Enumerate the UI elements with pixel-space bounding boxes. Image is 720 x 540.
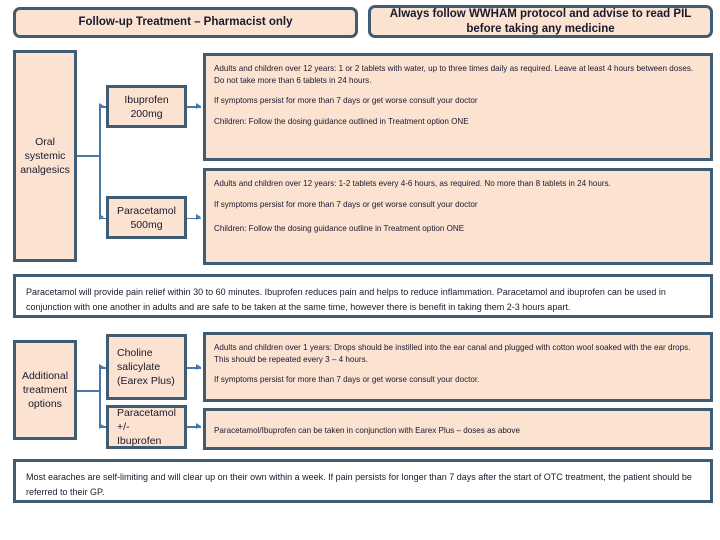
connector-arrow: [196, 214, 201, 220]
drug-node-choline-salicylate-label: Choline salicylate (Earex Plus): [117, 347, 175, 387]
header-left-label: Follow-up Treatment – Pharmacist only: [78, 16, 293, 28]
detail-line: Adults and children over 12 years: 1 or …: [214, 64, 694, 85]
note-analgesic-body: Paracetamol will provide pain relief wit…: [16, 277, 710, 323]
header-left: Follow-up Treatment – Pharmacist only: [13, 7, 358, 38]
category-oral-systemic-analgesics: Oral systemic analgesics: [13, 50, 77, 262]
connector-line: [77, 155, 99, 157]
header-right-label: Always follow WWHAM protocol and advise …: [389, 7, 692, 35]
details-ibuprofen: Adults and children over 12 years: 1 or …: [203, 53, 713, 161]
details-paracetamol: Adults and children over 12 years: 1-2 t…: [203, 168, 713, 265]
category-additional-treatment-options: Additional treatment options: [13, 340, 77, 440]
drug-node-paracetamol-label: Paracetamol 500mg: [117, 204, 176, 231]
note-footer: Most earaches are self-limiting and will…: [13, 459, 713, 503]
header-right: Always follow WWHAM protocol and advise …: [368, 5, 713, 38]
connector-line: [77, 390, 99, 392]
detail-line: Adults and children over 12 years: 1-2 t…: [214, 179, 611, 188]
connector-arrow: [196, 363, 201, 370]
details-paracetamol-ibuprofen-body: Paracetamol/Ibuprofen can be taken in co…: [206, 411, 528, 443]
detail-line: Children: Follow the dosing guidance out…: [214, 116, 469, 126]
connector-arrow: [99, 422, 104, 429]
category-additional-treatment-options-label: Additional treatment options: [21, 370, 69, 410]
connector-arrow: [196, 422, 201, 429]
note-analgesic: Paracetamol will provide pain relief wit…: [13, 274, 713, 318]
detail-line: Adults and children over 1 years: Drops …: [214, 343, 691, 364]
connector-line: [187, 217, 201, 219]
detail-line: Children: Follow the dosing guidance out…: [214, 224, 465, 233]
drug-node-paracetamol-ibuprofen-label: Paracetamol +/- Ibuprofen: [117, 407, 176, 447]
connector-arrow: [99, 214, 104, 220]
details-paracetamol-ibuprofen: Paracetamol/Ibuprofen can be taken in co…: [203, 408, 713, 450]
details-ibuprofen-body: Adults and children over 12 years: 1 or …: [206, 56, 710, 133]
details-choline-salicylate: Adults and children over 1 years: Drops …: [203, 332, 713, 402]
details-paracetamol-body: Adults and children over 12 years: 1-2 t…: [206, 171, 619, 241]
drug-node-paracetamol-ibuprofen: Paracetamol +/- Ibuprofen: [106, 405, 187, 449]
note-footer-body: Most earaches are self-limiting and will…: [16, 462, 710, 508]
connector-line: [99, 367, 101, 427]
connector-arrow: [99, 102, 104, 109]
drug-node-ibuprofen-label: Ibuprofen 200mg: [124, 93, 169, 120]
category-oral-systemic-analgesics-label: Oral systemic analgesics: [20, 136, 70, 176]
note-analgesic-text: Paracetamol will provide pain relief wit…: [26, 287, 666, 312]
connector-arrow: [196, 102, 201, 109]
connector-arrow: [99, 363, 104, 370]
detail-line: If symptoms persist for more than 7 days…: [214, 96, 478, 105]
detail-line: Paracetamol/Ibuprofen can be taken in co…: [214, 426, 520, 435]
connector-line: [187, 367, 201, 369]
drug-node-choline-salicylate: Choline salicylate (Earex Plus): [106, 334, 187, 400]
note-footer-text: Most earaches are self-limiting and will…: [26, 472, 692, 497]
drug-node-paracetamol: Paracetamol 500mg: [106, 196, 187, 239]
connector-line: [99, 106, 101, 218]
detail-line: If symptoms persist for more than 7 days…: [214, 375, 480, 384]
drug-node-ibuprofen: Ibuprofen 200mg: [106, 85, 187, 128]
connector-line: [187, 106, 201, 108]
connector-line: [187, 426, 201, 428]
details-choline-salicylate-body: Adults and children over 1 years: Drops …: [206, 335, 710, 392]
detail-line: If symptoms persist for more than 7 days…: [214, 199, 478, 209]
